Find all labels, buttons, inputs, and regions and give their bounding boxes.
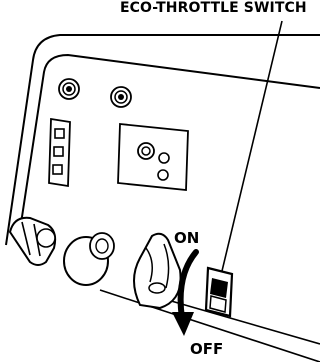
callout-leader-line (222, 21, 282, 271)
round-connector-left (59, 79, 79, 99)
eco-throttle-switch-label: ECO-THROTTLE SWITCH (120, 1, 307, 15)
on-position-label: ON (174, 231, 199, 246)
round-dial-knob (64, 233, 114, 285)
outlet-strip (49, 119, 70, 186)
round-connector-middle (111, 87, 131, 107)
lever-knob (10, 218, 55, 265)
receptacle-panel (118, 124, 188, 190)
off-position-label: OFF (190, 342, 223, 357)
rocker-switch-icon (206, 268, 232, 316)
